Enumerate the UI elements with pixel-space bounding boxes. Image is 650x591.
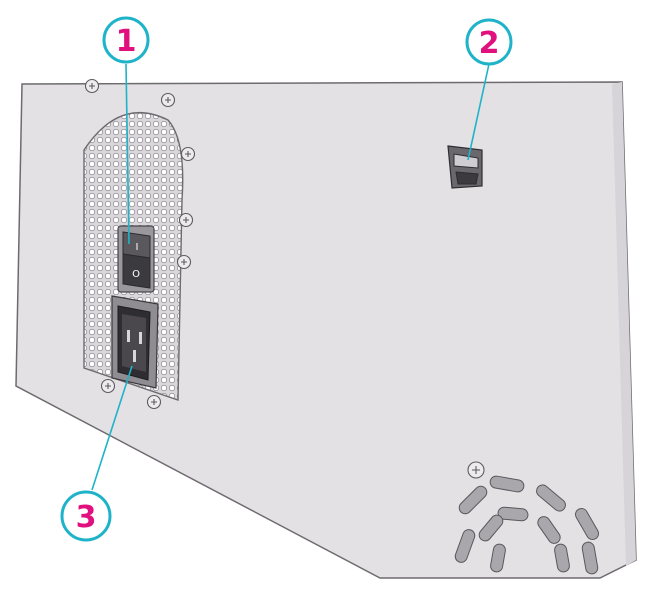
screw-icon [160, 92, 176, 108]
screw-icon [180, 146, 196, 162]
screw-icon [146, 394, 162, 410]
screw-icon [178, 212, 194, 228]
fan-grille [454, 475, 599, 575]
screw-icon [100, 378, 116, 394]
screw-icon [84, 78, 100, 94]
panel-bevel [612, 82, 636, 566]
screws [84, 78, 485, 479]
inlet-pin [139, 332, 142, 344]
cable-clip[interactable] [447, 145, 483, 189]
callout-number: 3 [76, 500, 97, 535]
leader-line-1 [125, 63, 130, 245]
callout-number: 1 [116, 24, 137, 59]
inlet-pin [133, 350, 136, 362]
screw-icon [467, 461, 485, 479]
screw-icon [176, 254, 192, 270]
power-switch[interactable]: I O [117, 225, 155, 293]
callout-1: 1 [102, 16, 150, 64]
power-inlet[interactable] [111, 295, 159, 389]
switch-on-symbol: I [136, 242, 139, 253]
inlet-pin [127, 330, 130, 342]
leader-lines [91, 63, 490, 491]
leader-line-2 [467, 63, 490, 161]
callout-3: 3 [60, 490, 112, 542]
switch-off-symbol: O [132, 269, 140, 280]
callout-2: 2 [465, 18, 513, 66]
leader-line-3 [91, 365, 133, 491]
callout-number: 2 [479, 26, 500, 61]
